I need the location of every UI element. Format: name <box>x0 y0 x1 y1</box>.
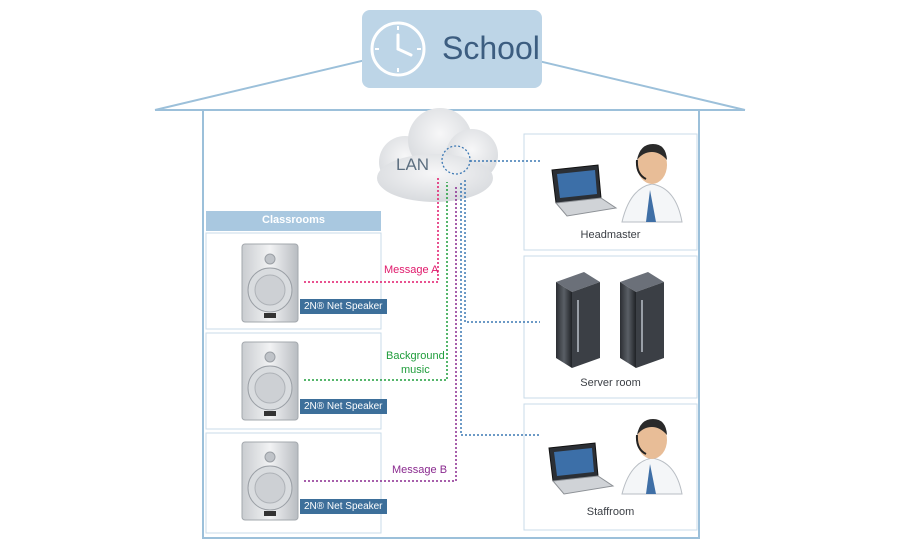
background-music-label-line2: music <box>401 364 430 376</box>
server-room-label: Server room <box>580 377 641 389</box>
speaker-icon <box>241 441 299 521</box>
speaker-badge: 2N® Net Speaker <box>300 399 387 414</box>
lan-cloud <box>377 108 498 202</box>
server-room-panel <box>523 255 698 399</box>
message-a-link <box>304 178 439 283</box>
speaker-icon <box>241 341 299 421</box>
server-rack-icon <box>620 272 664 368</box>
person-headset-icon <box>621 419 683 495</box>
staffroom-label: Staffroom <box>586 506 635 518</box>
school-title: School <box>442 30 540 66</box>
background-music-label-line1: Background <box>386 350 445 362</box>
laptop-icon <box>551 164 618 217</box>
clock-icon <box>370 21 426 77</box>
server-room-link <box>464 180 540 323</box>
classrooms-header: Classrooms <box>262 214 325 226</box>
server-rack-icon <box>556 272 600 368</box>
message-b-link <box>304 185 457 482</box>
classrooms-header-bar <box>206 211 381 231</box>
staffroom-link <box>460 183 540 436</box>
message-b-label: Message B <box>392 464 448 476</box>
speaker-icon <box>241 243 299 323</box>
school-sign <box>362 10 542 88</box>
laptop-icon <box>548 442 615 495</box>
lan-label: LAN <box>396 155 430 174</box>
headmaster-label: Headmaster <box>580 229 641 241</box>
speaker-badge: 2N® Net Speaker <box>300 299 387 314</box>
speaker-badge: 2N® Net Speaker <box>300 499 387 514</box>
person-headset-icon <box>621 144 683 223</box>
message-a-label: Message A <box>384 264 439 276</box>
